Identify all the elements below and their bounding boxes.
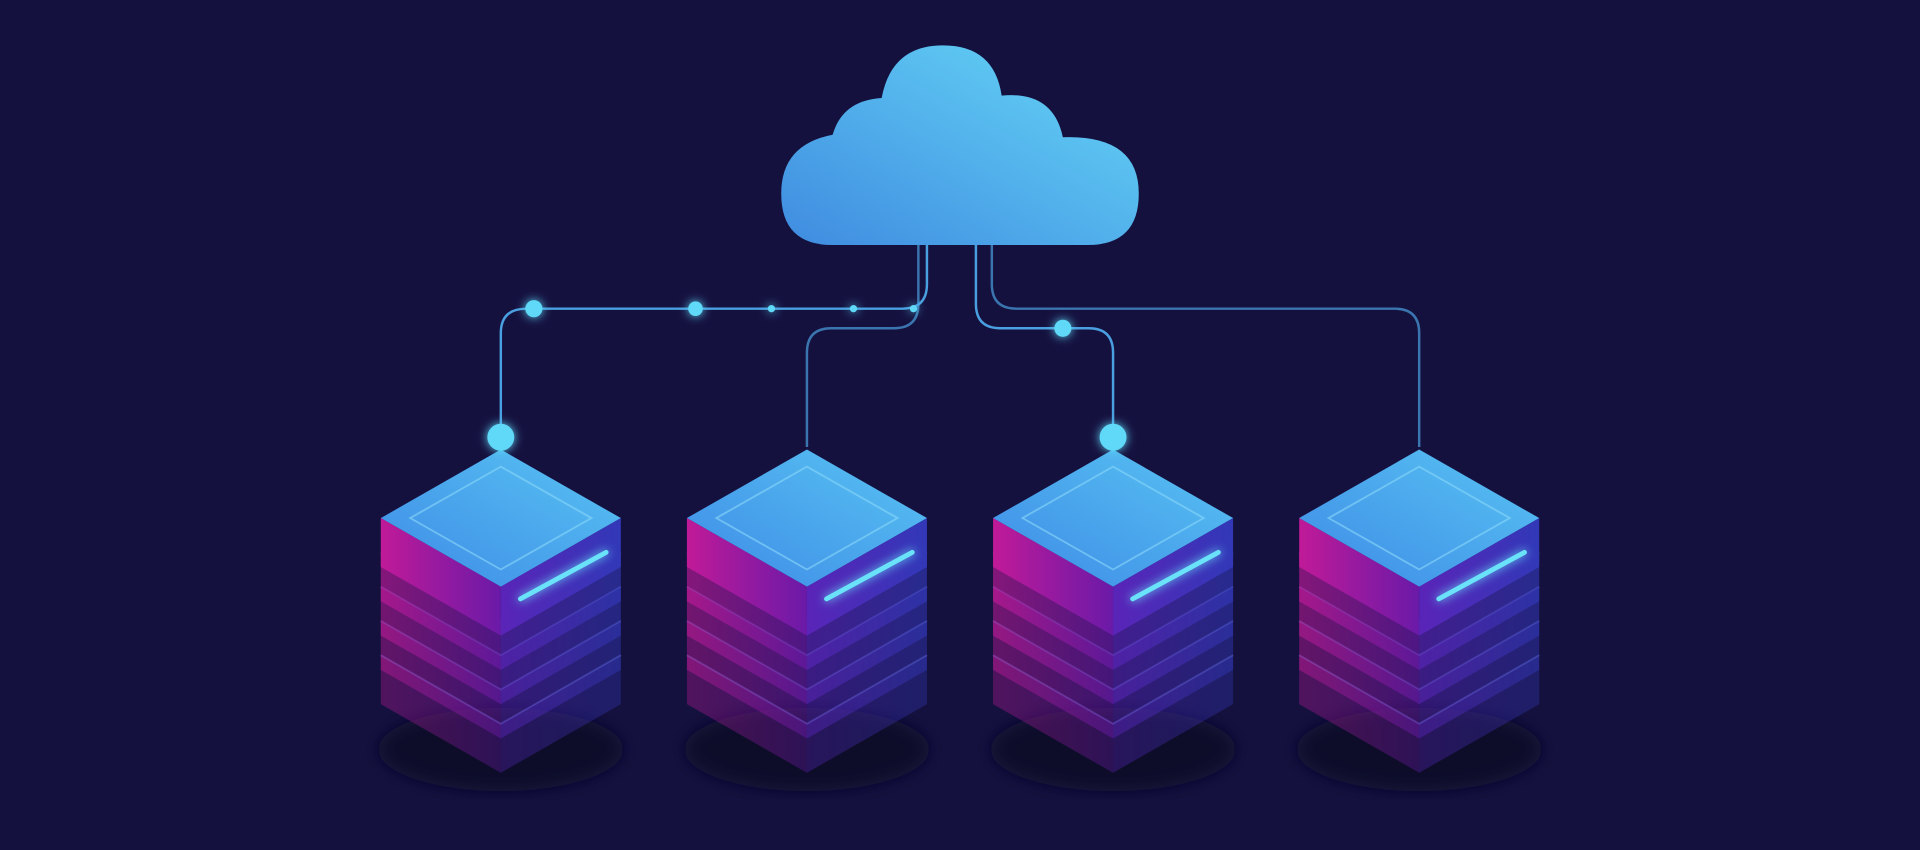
server-layer-left	[993, 518, 1114, 636]
server-top	[686, 449, 927, 587]
server-top	[1299, 449, 1540, 587]
server-status-light	[1130, 549, 1221, 602]
server-stacks	[378, 449, 1542, 792]
server-status-light	[1436, 549, 1527, 602]
server-layer-left	[380, 518, 501, 636]
server-status-light	[824, 549, 915, 602]
connection-node-icon	[688, 301, 703, 317]
server-top-panel	[1326, 465, 1512, 571]
connection-line-1	[499, 244, 929, 438]
connection-node-icon	[1099, 423, 1127, 451]
connection-nodes	[487, 300, 1127, 451]
server-stack-icon	[990, 449, 1236, 792]
connection-lines	[499, 244, 1421, 448]
server-top	[380, 449, 621, 587]
connection-node-icon	[1054, 319, 1072, 337]
connection-node-icon	[767, 305, 776, 313]
server-stack-icon	[378, 449, 624, 792]
connection-node-icon	[849, 305, 858, 313]
server-top-panel	[714, 465, 900, 571]
server-top-panel	[408, 465, 594, 571]
server-layer-left	[1299, 518, 1420, 636]
server-stack-icon	[1296, 449, 1542, 792]
server-top	[993, 449, 1234, 587]
server-top-panel	[1020, 465, 1206, 571]
server-layer-left	[686, 518, 807, 636]
connection-node-icon	[909, 305, 918, 313]
connection-node-icon	[487, 423, 515, 451]
connection-line-3	[974, 244, 1115, 438]
connection-node-icon	[525, 300, 543, 318]
connection-line-2	[805, 244, 920, 448]
server-stack-icon	[684, 449, 930, 792]
connection-line-4	[990, 244, 1421, 448]
server-status-light	[517, 549, 609, 602]
cloud-icon	[781, 45, 1139, 245]
